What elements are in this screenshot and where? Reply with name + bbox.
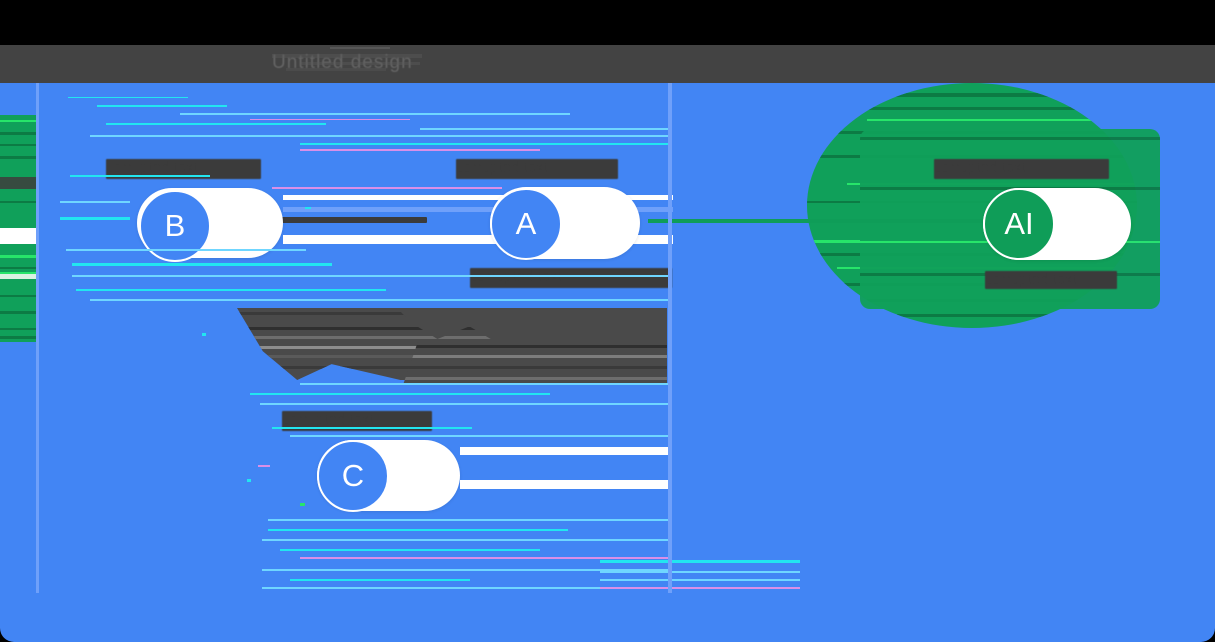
node-c-label: corrupted text [282,411,432,431]
node-b-label: corrupted text [106,159,261,179]
node-a-badge[interactable]: A [490,188,562,260]
glitch-blob-dark [403,339,667,385]
sidebar-strip[interactable] [0,115,37,342]
node-c-badge[interactable]: C [317,440,389,512]
window-toolbar [0,45,1215,83]
window-title: Untitled design [272,52,413,73]
node-a-sublabel: corrupted text [470,268,672,288]
letterbox-top [0,0,1215,45]
connector-b-a[interactable] [282,217,427,223]
glitch-scanline [300,62,420,65]
node-ai-badge[interactable]: AI [983,188,1055,260]
glitch-blob-dark [400,311,667,339]
glitch-scanline [272,54,422,58]
connector-a-ai[interactable] [648,219,1008,223]
glitch-scanline [286,68,386,71]
glitch-scanline [330,47,390,49]
node-b-badge[interactable]: B [139,190,211,262]
node-a-label: corrupted text [456,159,618,179]
node-ai-sublabel: corrupted text [985,271,1117,289]
diagram-canvas[interactable]: corrupted text B corrupted text A corrup… [0,83,1215,642]
node-ai-label: corrupted text [934,159,1109,179]
